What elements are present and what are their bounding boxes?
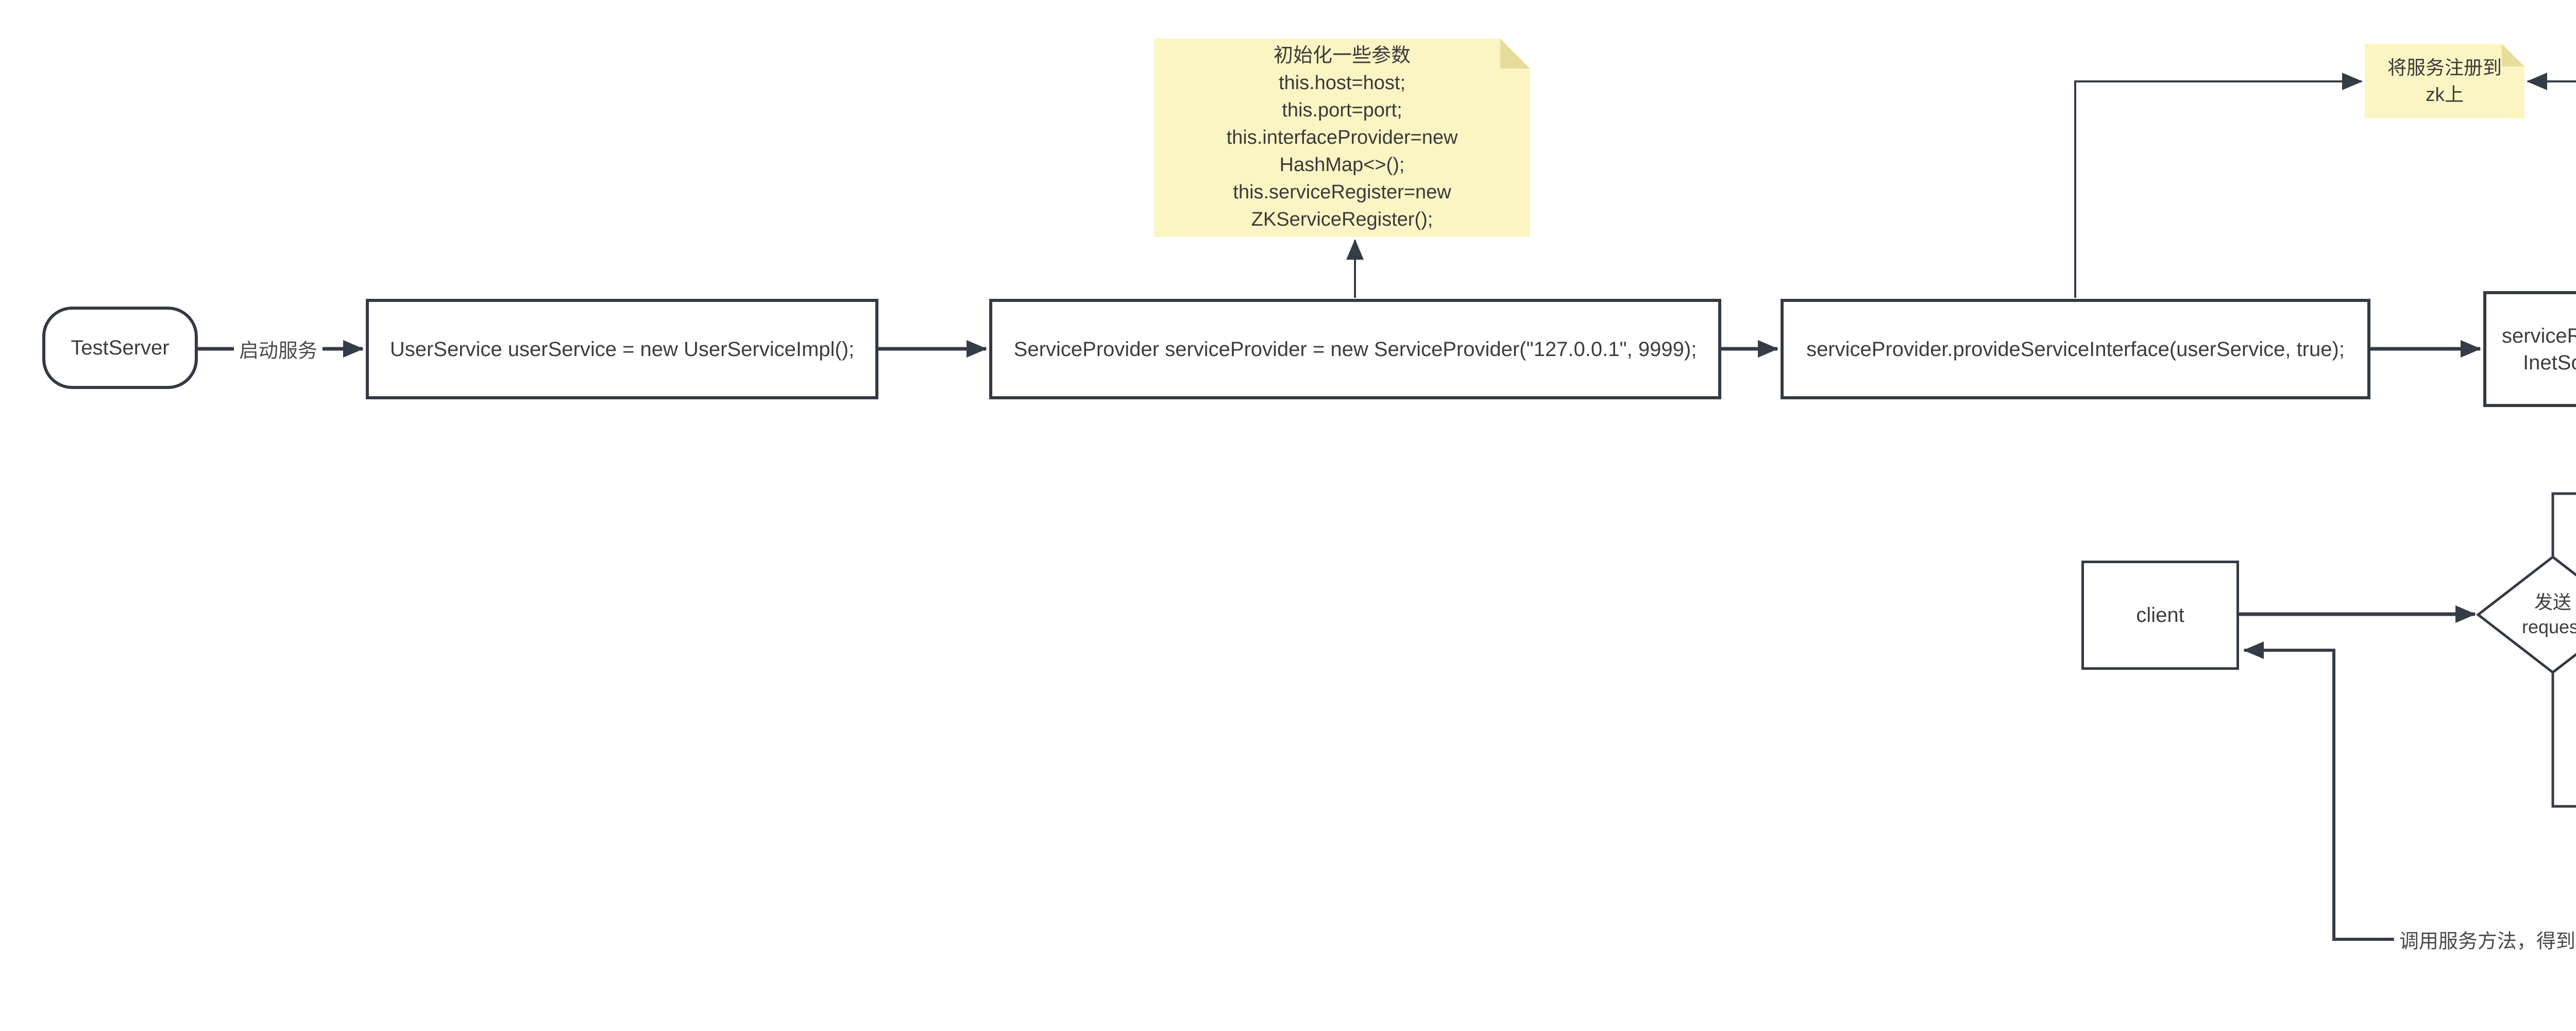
node-decision-line1: 发送 [2534, 591, 2571, 613]
node-provide-service-interface-label: serviceProvider.provideServiceInterface(… [1806, 337, 2345, 361]
note-init-params-line: HashMap<>(); [1279, 154, 1405, 176]
node-create-service-provider-label: ServiceProvider serviceProvider = new Se… [1013, 337, 1697, 361]
node-service-register-line2: InetSocketAddress(host, port), canRetry)… [2523, 351, 2576, 374]
node-provide-service-interface: serviceProvider.provideServiceInterface(… [1781, 299, 2370, 399]
node-test-server-label: TestServer [71, 336, 170, 359]
node-test-server: TestServer [42, 307, 198, 389]
node-service-register-line1: serviceRegister.register(clazz.getName()… [2501, 324, 2576, 347]
note-register-zk-line: zk上 [2426, 83, 2464, 105]
node-create-user-service-label: UserService userService = new UserServic… [389, 337, 855, 361]
note-init-params-line: this.host=host; [1278, 72, 1406, 94]
note-init-params-line: this.port=port; [1282, 99, 1402, 121]
node-create-service-provider: ServiceProvider serviceProvider = new Se… [989, 299, 1721, 399]
edge-response-to-client [2243, 641, 2576, 941]
note-init-params-line: ZKServiceRegister(); [1251, 209, 1433, 230]
node-create-user-service: UserService userService = new UserServic… [366, 299, 878, 399]
node-decision-send-request: 发送 request [2476, 580, 2576, 650]
note-init-params-line: this.interfaceProvider=new [1226, 127, 1458, 148]
edge-decision-no [2551, 492, 2576, 556]
edge-decision-yes [2551, 673, 2576, 808]
decision-diamond-shape [2476, 555, 2576, 674]
node-decision-line2: request [2521, 616, 2576, 637]
edge-label-call-service: 调用服务方法，得到response [2394, 925, 2576, 954]
node-client: client [2081, 561, 2239, 670]
node-client-label: client [2136, 604, 2184, 627]
note-init-params-line: 初始化一些参数 [1273, 45, 1411, 66]
edge-provideinterface-to-zknote [2074, 73, 2363, 298]
node-service-register: serviceRegister.register(clazz.getName()… [2483, 291, 2576, 407]
note-register-zk: 将服务注册到 zk上 [2365, 44, 2524, 119]
note-init-params-line: this.serviceRegister=new [1233, 181, 1451, 203]
edge-register-to-zknote [2527, 73, 2576, 90]
edge-label-start-service: 启动服务 [233, 334, 323, 363]
note-init-params: 初始化一些参数 this.host=host; this.port=port; … [1154, 39, 1530, 237]
note-register-zk-line: 将服务注册到 [2387, 57, 2502, 78]
